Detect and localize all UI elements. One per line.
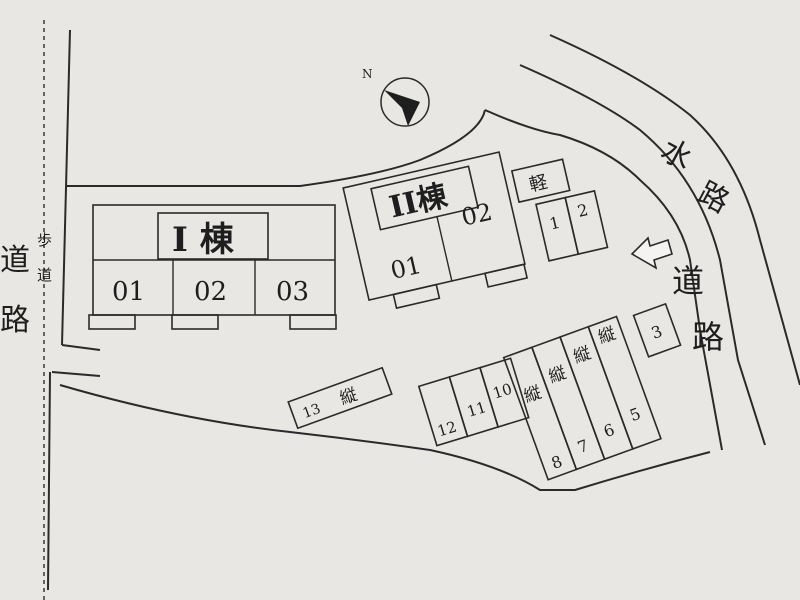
slot-11: 11 (465, 398, 489, 421)
building-1-unit-02: 02 (194, 277, 227, 307)
building-2-unit-02: 02 (459, 198, 495, 232)
north-arrow-icon (384, 90, 420, 126)
left-road: 道 路 歩 道 (0, 20, 101, 600)
vertical-label-1: 縦 (521, 383, 544, 408)
north-label: N (362, 67, 373, 81)
right-road-char-2: 路 (692, 318, 724, 356)
vertical-label-4: 縦 (596, 324, 619, 349)
slot-8: 8 (549, 452, 565, 473)
building-2-label: II棟 (386, 178, 451, 225)
sidewalk-char-2: 道 (37, 266, 52, 284)
parking-slot-3: 3 (632, 302, 682, 358)
slot-10: 10 (491, 380, 515, 403)
slot-6: 6 (601, 420, 617, 441)
vertical-parking: 縦 縦 縦 縦 8 7 6 5 (502, 315, 662, 481)
waterway-char-2: 路 (692, 176, 735, 221)
light-car-parking: 軽 1 2 (510, 158, 609, 262)
right-road-char-1: 道 (672, 262, 704, 300)
vertical-label-2: 縦 (546, 363, 569, 388)
building-2-unit-01: 01 (388, 251, 424, 285)
slot-2: 2 (576, 200, 590, 221)
slot-5: 5 (627, 404, 643, 425)
left-road-char-2: 路 (0, 303, 30, 338)
front-parking: 12 11 10 (417, 357, 530, 447)
building-1-unit-01: 01 (112, 277, 145, 307)
building-1: I 棟 01 02 03 (88, 204, 337, 330)
site-boundary (59, 109, 723, 491)
parking-slot-13: 13 縦 (287, 366, 393, 430)
slot-3: 3 (649, 321, 665, 342)
waterway-char-1: 水 (655, 133, 698, 178)
building-2: II棟 01 02 (342, 151, 529, 310)
slot-7: 7 (575, 436, 591, 457)
slot-12: 12 (435, 418, 459, 441)
compass: N (362, 67, 430, 127)
slot-13-vertical-label: 縦 (337, 385, 360, 410)
entrance-arrow-icon (630, 236, 673, 270)
slot-13: 13 (301, 401, 323, 422)
building-1-unit-03: 03 (276, 277, 309, 307)
vertical-label-3: 縦 (571, 343, 594, 368)
left-road-char-1: 道 (0, 243, 30, 278)
sidewalk-char-1: 歩 (37, 231, 52, 249)
light-car-label: 軽 (527, 172, 549, 197)
slot-1: 1 (548, 213, 562, 234)
building-1-label: I 棟 (172, 220, 235, 260)
